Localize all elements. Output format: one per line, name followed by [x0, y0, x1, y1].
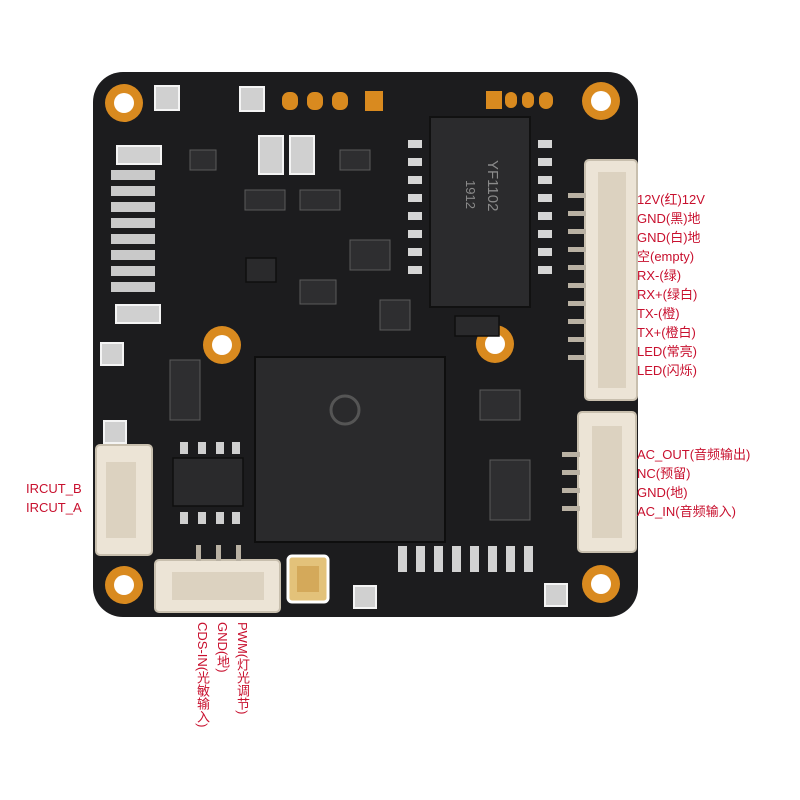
soc-logo	[329, 394, 361, 426]
pin-label: LED(闪烁)	[637, 363, 697, 378]
pin-label: TX+(橙白)	[637, 325, 696, 340]
smd-components	[169, 149, 531, 521]
right-connector-labels: 12V(红)12V GND(黑)地 GND(白)地 空(empty) RX-(绿…	[637, 190, 705, 380]
ethernet-transformer: YF1102 1912	[408, 116, 552, 308]
audio-connector-labels: AC_OUT(音频输出) NC(预留) GND(地) AC_IN(音频输入)	[637, 445, 750, 521]
bottom-3pin-connector	[154, 545, 281, 613]
pin-label: IRCUT_B	[26, 481, 82, 496]
ircut-2pin-connector	[95, 444, 153, 556]
pin-label: 空(empty)	[637, 249, 695, 264]
pin-label: GND(地)	[637, 485, 688, 500]
main-soc-chip	[254, 356, 446, 543]
crystal-oscillator	[286, 554, 330, 604]
pin-label: IRCUT_A	[26, 500, 82, 515]
pin-label: TX-(橙)	[637, 306, 680, 321]
pin-label: PWM(灯光调节)	[235, 622, 250, 715]
bottom-pad-row	[398, 546, 533, 572]
mounting-hole-bottom-left	[105, 566, 143, 604]
transformer-marking: YF1102	[484, 160, 501, 211]
top-pad-row-left	[282, 91, 383, 111]
pin-label: LED(常亮)	[637, 344, 697, 359]
ic-pins	[180, 442, 240, 524]
pin-label: AC_OUT(音频输出)	[637, 447, 751, 462]
pin-label: GND(黑)地	[637, 211, 701, 226]
mounting-hole-center-left	[203, 326, 241, 364]
pin-label: CDS-IN(光敏输入)	[195, 622, 210, 728]
top-pad-row-right	[486, 91, 553, 109]
pin-label: GND(白)地	[637, 230, 701, 245]
ircut-connector-labels: IRCUT_B IRCUT_A	[26, 479, 82, 517]
mounting-hole-top-right	[582, 82, 620, 120]
mounting-hole-bottom-right	[582, 565, 620, 603]
pin-label: 12V(红)12V	[637, 192, 705, 207]
right-10pin-connector	[568, 159, 638, 401]
silver-pads	[100, 85, 568, 609]
pin-label: GND(地)	[215, 622, 230, 673]
small-ics	[172, 257, 500, 507]
pin-label: NC(预留)	[637, 466, 691, 481]
pin-label: RX+(绿白)	[637, 287, 698, 302]
transformer-date-code: 1912	[463, 180, 478, 209]
audio-4pin-connector	[562, 411, 637, 553]
bottom-connector-labels: PWM(灯光调节) GND(地) CDS-IN(光敏输入)	[192, 622, 252, 727]
left-pad-column	[111, 170, 155, 292]
pin-label: RX-(绿)	[637, 268, 682, 283]
pin-label: AC_IN(音频输入)	[637, 504, 736, 519]
mounting-hole-top-left	[105, 84, 143, 122]
